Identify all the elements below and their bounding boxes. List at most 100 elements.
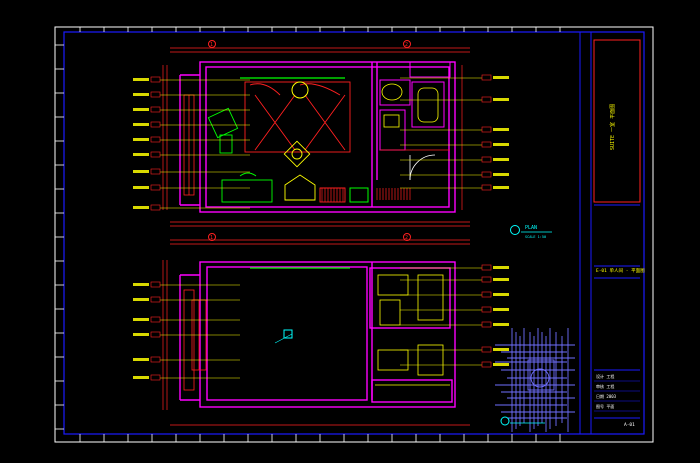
outer-sheet-border (54, 26, 654, 443)
callout-tag (481, 361, 492, 368)
side-table (283, 140, 311, 168)
svg-text:1: 1 (210, 235, 213, 241)
writing-desk (221, 172, 273, 203)
callout-label (493, 266, 509, 269)
callout-label (493, 173, 509, 176)
callout-label (133, 153, 149, 156)
section-marker-icon (510, 225, 520, 235)
plan-title: PLAN SCALE 1:50 (510, 225, 552, 239)
callout-label (493, 128, 509, 131)
callout-tag (150, 168, 161, 175)
callout-label (493, 363, 509, 366)
grid-marker-2 (403, 40, 411, 48)
lower-plan-title (500, 416, 545, 426)
callout-tag (150, 151, 161, 158)
wardrobe (321, 188, 411, 202)
callout-tag (481, 291, 492, 298)
grid-marker-2-lower (403, 233, 411, 241)
title-block-vertical-text: SUITE 一室 平面图 (609, 104, 616, 150)
callout-label (133, 376, 149, 379)
callout-label (133, 318, 149, 321)
callout-tag (150, 91, 161, 98)
callout-label (493, 308, 509, 311)
callout-label (133, 170, 149, 173)
callout-label (133, 138, 149, 141)
callout-label (133, 333, 149, 336)
sheet-number: A-01 (624, 422, 635, 428)
callout-label (493, 348, 509, 351)
callout-tag (481, 184, 492, 191)
callout-tag (481, 156, 492, 163)
lower-leaders-right (400, 264, 509, 368)
callout-tag (150, 204, 161, 211)
callout-tag (150, 374, 161, 381)
callout-tag (481, 264, 492, 271)
grid-marker-1-lower (208, 233, 216, 241)
callout-label (133, 358, 149, 361)
callout-tag (481, 74, 492, 81)
callout-tag (481, 306, 492, 313)
upper-leaders-left (133, 76, 250, 211)
callout-label (493, 143, 509, 146)
upper-leaders-right (400, 74, 509, 191)
bathroom-lower (375, 274, 450, 386)
callout-label (493, 76, 509, 79)
callout-label (133, 123, 149, 126)
callout-tag (150, 316, 161, 323)
callout-tag (150, 296, 161, 303)
callout-label (493, 278, 509, 281)
callout-label (133, 298, 149, 301)
entry-door (409, 154, 436, 181)
callout-label (493, 98, 509, 101)
callout-tag (150, 76, 161, 83)
double-bed (244, 81, 351, 153)
callout-tag (150, 136, 161, 143)
callout-label (133, 93, 149, 96)
upper-floor-plan: 1 2 (133, 40, 509, 227)
inner-sheet-border (63, 31, 645, 435)
title-block-row: 图号 平面 (596, 403, 614, 409)
callout-tag (481, 171, 492, 178)
title-block-row: 审核 工程 (596, 383, 614, 389)
callout-tag (481, 96, 492, 103)
svg-text:1: 1 (210, 42, 213, 48)
callout-tag (150, 121, 161, 128)
callout-tag (150, 106, 161, 113)
frame-ticks (55, 27, 561, 442)
svg-text:2: 2 (405, 42, 408, 48)
callout-tag (481, 126, 492, 133)
callout-label (133, 78, 149, 81)
callout-tag (150, 356, 161, 363)
title-block-project-label: E-01 单人间 - 平面图 (596, 267, 645, 274)
title-block-row: 设计 工程 (596, 373, 614, 379)
callout-label (133, 206, 149, 209)
blue-hatch-overlay (495, 328, 575, 432)
title-block-row: 日期 2003 (596, 393, 617, 399)
svg-text:PLAN: PLAN (525, 225, 537, 231)
callout-label (133, 108, 149, 111)
callout-tag (150, 281, 161, 288)
callout-label (493, 323, 509, 326)
callout-tag (481, 346, 492, 353)
callout-label (493, 293, 509, 296)
callout-label (493, 186, 509, 189)
lounge-chair (207, 107, 239, 154)
grid-marker-1 (208, 40, 216, 48)
svg-text:2: 2 (405, 235, 408, 241)
bathroom-upper (379, 61, 451, 151)
callout-tag (481, 276, 492, 283)
svg-text:SCALE 1:50: SCALE 1:50 (525, 235, 546, 239)
callout-label (133, 283, 149, 286)
callout-tag (150, 184, 161, 191)
callout-label (133, 186, 149, 189)
callout-tag (150, 331, 161, 338)
column-tag-icon (283, 329, 293, 339)
callout-tag (481, 141, 492, 148)
callout-label (493, 158, 509, 161)
lower-leaders-left (133, 281, 240, 381)
lower-floor-plan: 1 2 (133, 233, 509, 426)
